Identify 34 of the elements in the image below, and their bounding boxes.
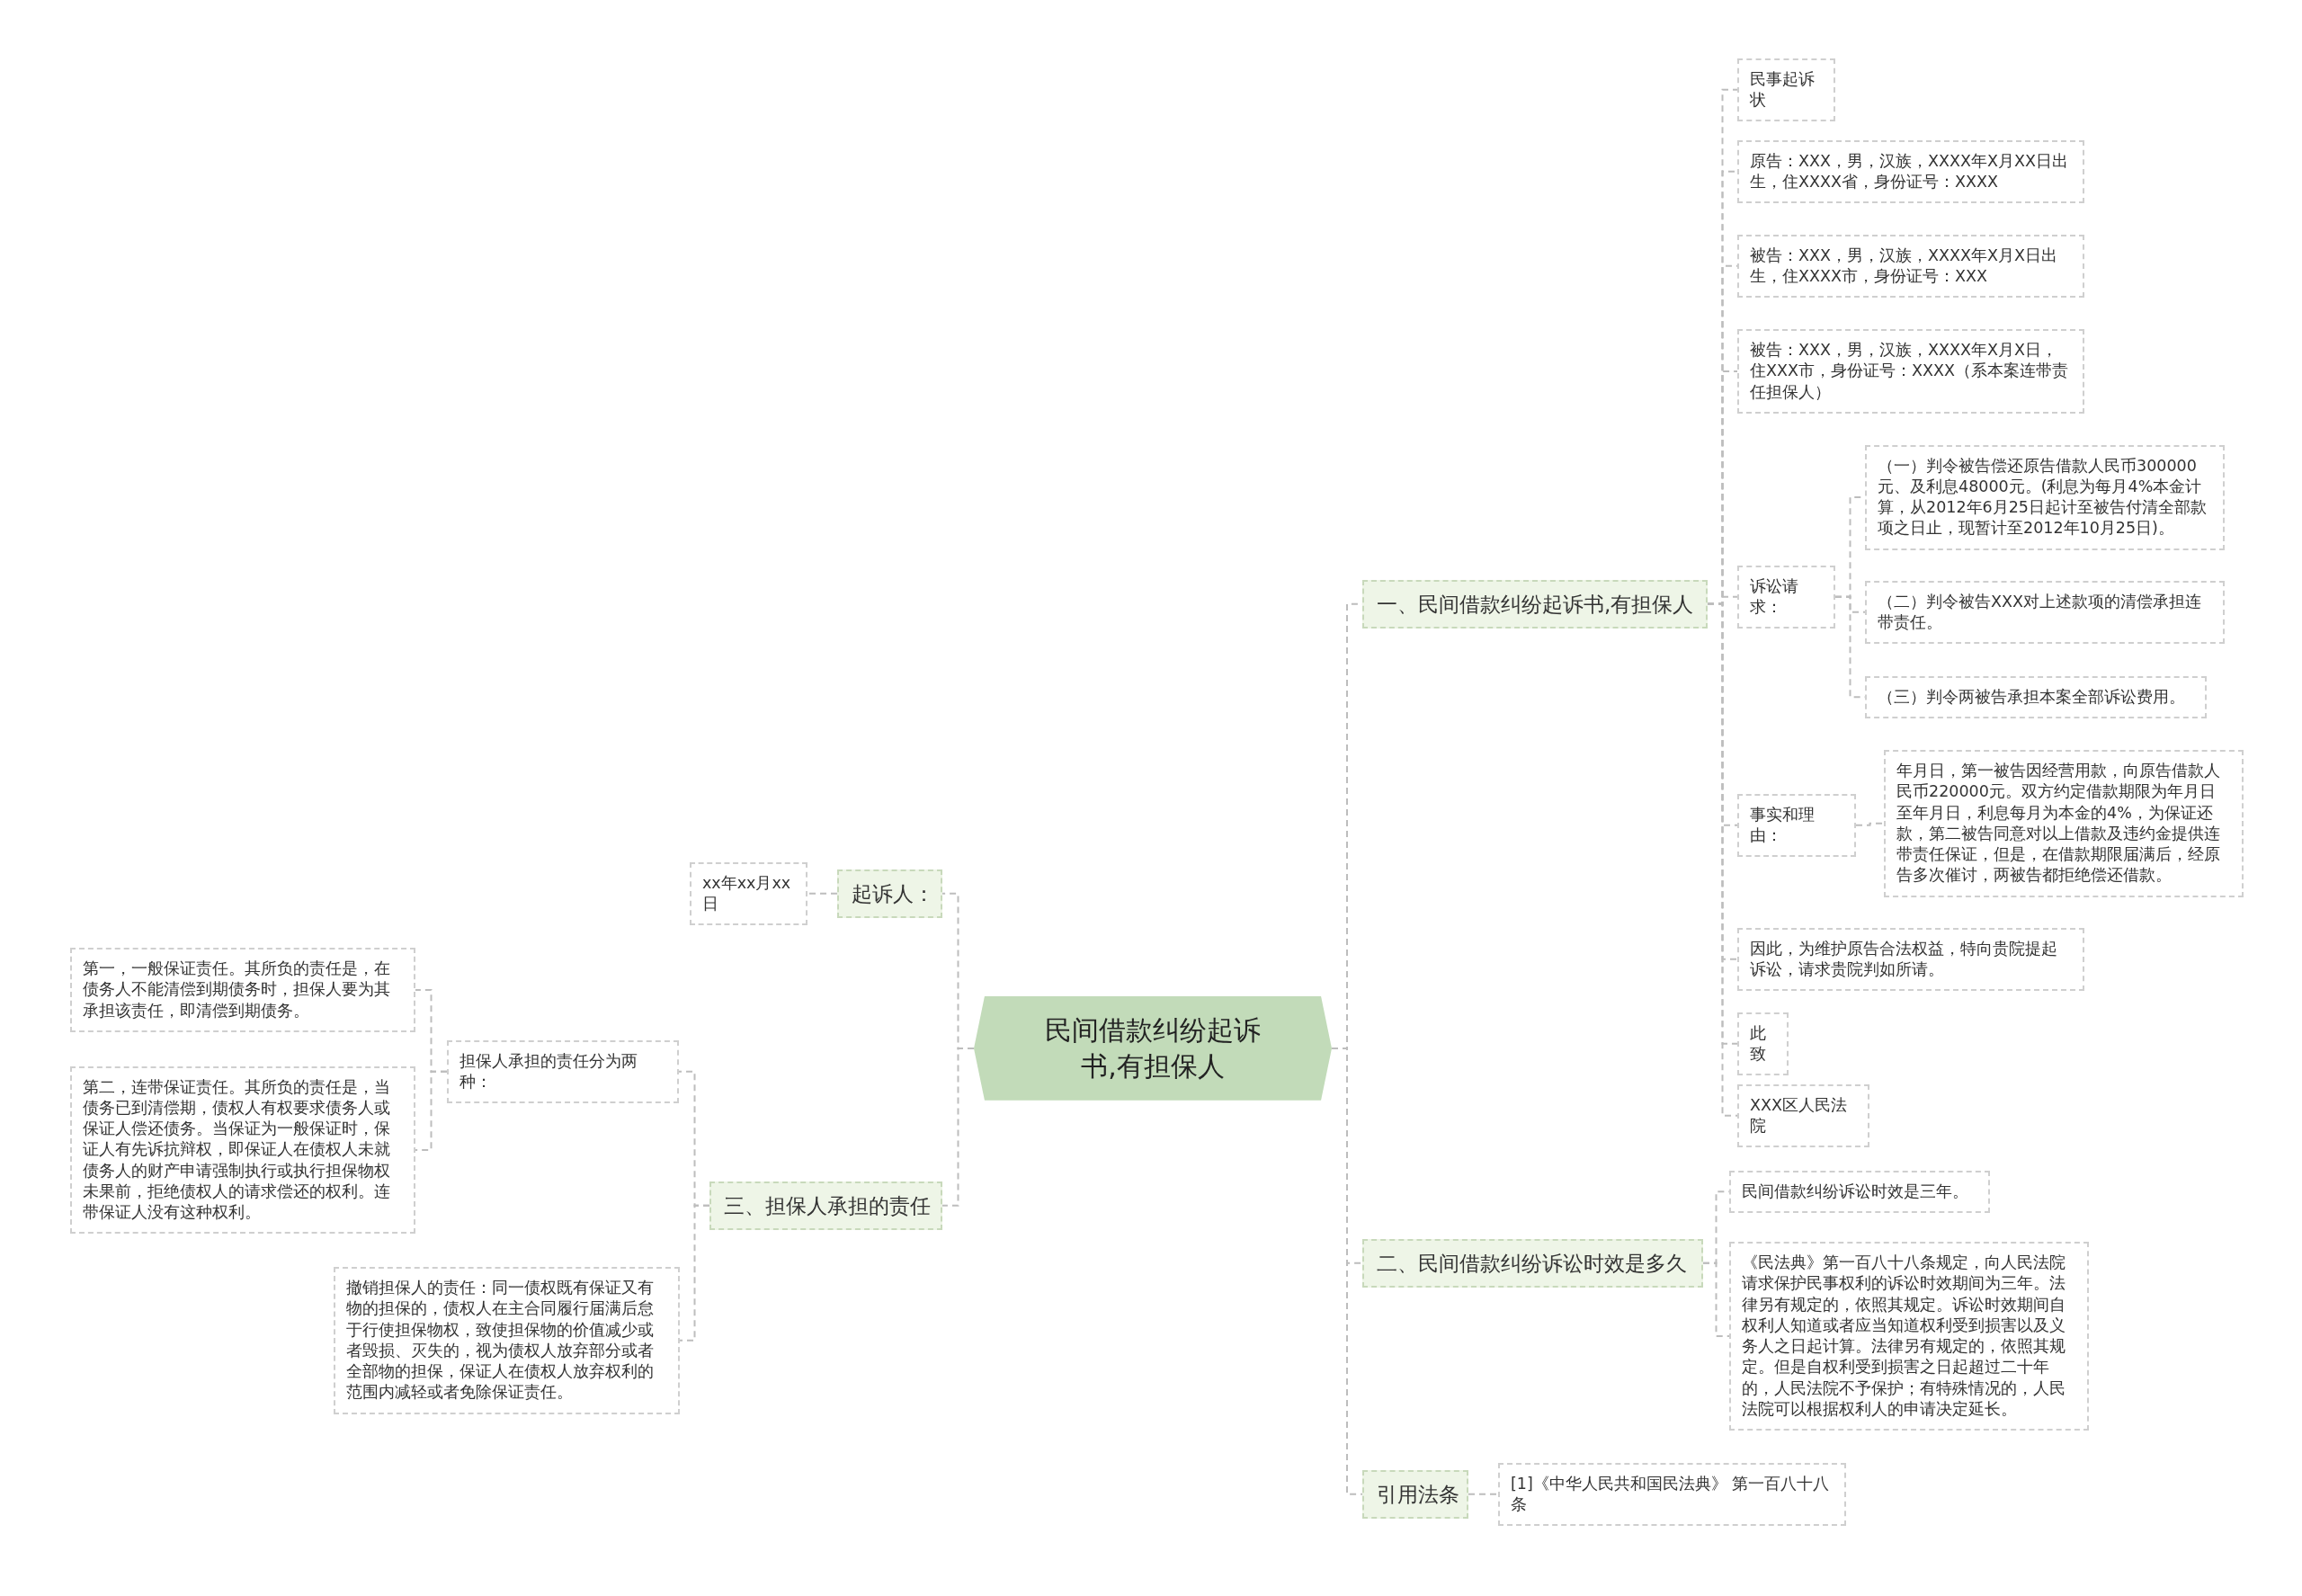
subtopic-box: 第一，一般保证责任。其所负的责任是，在债务人不能清偿到期债务时，担保人要为其承担该责任，即清偿到期债务。: [70, 948, 415, 1032]
connector-line: [415, 1070, 448, 1151]
connector-line: [1702, 1262, 1730, 1338]
subtopic-box: 此致: [1737, 1012, 1789, 1076]
subtopic-box: 撤销担保人的责任：同一债权既有保证又有物的担保的，债权人在主合同履行届满后怠于行使担保物权，致使担保物的价值减少或者毁损、灭失的，视为债权人放弃部分或者全部物的担保，保证人在债权人放弃权利的范围内减轻或者免除保证责任。: [334, 1267, 680, 1414]
branch-topic: 一、民间借款纠纷起诉书,有担保人: [1362, 579, 1708, 629]
subtopic-box: （三）判令两被告承担本案全部诉讼费用。: [1865, 675, 2207, 718]
subtopic-box: 年月日，第一被告因经营用款，向原告借款人民币220000元。双方约定借款期限为年月日至年月日，利息每月为本金的4%，为保证还款，第二被告同意对以上借款及违约金提供连带责任保证，但是，在借款期限届满后，经原告多次催讨，两被告都拒绝偿还借款。: [1884, 750, 2244, 897]
branch-topic: 引用法条: [1362, 1469, 1468, 1520]
subtopic-box: 被告：XXX，男，汉族，XXXX年X月X日出生，住XXXX市，身份证号：XXX: [1737, 234, 2084, 299]
subtopic-box: （一）判令被告偿还原告借款人民币300000元、及利息48000元。(利息为每月4%本金计算，从2012年6月25日起计至被告付清全部款项之日止，现暂计至2012年10月25日)。: [1865, 444, 2225, 550]
subtopic-box: 《民法典》第一百八十八条规定，向人民法院请求保护民事权利的诉讼时效期间为三年。法律另有规定的，依照其规定。诉讼时效期间自权利人知道或者应当知道权利受到损害以及义务人之日起计算。法律另有规定的，依照其规定。但是自权利受到损害之日起超过二十年的，人民法院不予保护；有特殊情况的，人民法院可以根据权利人的申请决定延长。: [1729, 1242, 2089, 1431]
subtopic-box: [1]《中华人民共和国民法典》 第一百八十八条: [1498, 1462, 1846, 1527]
connector-line: [679, 1204, 710, 1342]
connector-line: [941, 1047, 975, 1207]
subtopic-box: XXX区人民法院: [1737, 1083, 1869, 1148]
connector-line: [807, 892, 838, 895]
subtopic-box: 被告：XXX，男，汉族，XXXX年X月X日，住XXX市，身份证号：XXXX（系本案连带责任担保人）: [1737, 329, 2084, 414]
subtopic-box: 民间借款纠纷诉讼时效是三年。: [1729, 1170, 1990, 1213]
subtopic-box: 担保人承担的责任分为两种：: [447, 1039, 679, 1104]
subtopic-box: 诉讼请求：: [1737, 565, 1835, 629]
subtopic-box: 事实和理由：: [1737, 793, 1856, 858]
subtopic-box: （二）判令被告XXX对上述款项的清偿承担连带责任。: [1865, 580, 2225, 645]
subtopic-box: xx年xx月xx日: [690, 861, 807, 926]
branch-topic: 起诉人：: [837, 869, 942, 919]
connector-line: [1855, 822, 1885, 826]
subtopic-box: 原告：XXX，男，汉族，XXXX年X月XX日出生，住XXXX省，身份证号：XXXX: [1737, 139, 2084, 204]
connector-line: [1468, 1493, 1499, 1495]
branch-topic: 二、民间借款纠纷诉讼时效是多久: [1362, 1238, 1703, 1288]
subtopic-box: 因此，为维护原告合法权益，特向贵院提起诉讼，请求贵院判如所请。: [1737, 927, 2084, 992]
central-topic: 民间借款纠纷起诉书,有担保人: [974, 996, 1332, 1101]
branch-topic: 三、担保人承担的责任: [709, 1181, 942, 1231]
subtopic-box: 第二，连带保证责任。其所负的责任是，当债务已到清偿期，债权人有权要求债务人或保证人偿还债务。当保证为一般保证时，保证人有先诉抗辩权，即保证人在债权人未就债务人的财产申请强制执行或执行担保物权未果前，拒绝债权人的请求偿还的权利。连带保证人没有这种权利。: [70, 1065, 415, 1235]
subtopic-box: 民事起诉状: [1737, 58, 1835, 122]
